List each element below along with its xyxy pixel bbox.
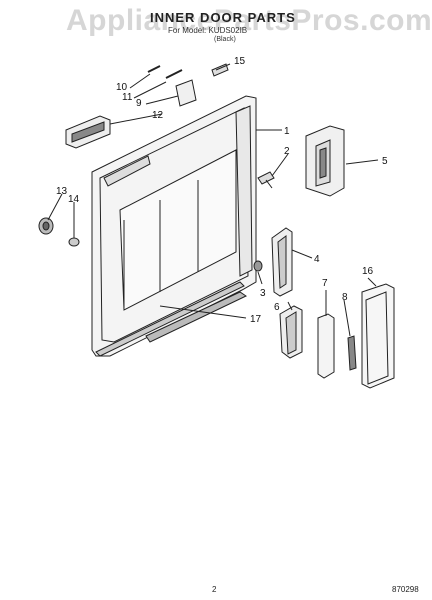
part-3-knob[interactable]: [253, 260, 263, 272]
part-6-bracket[interactable]: [279, 305, 303, 359]
part-16-cover[interactable]: [361, 283, 395, 389]
part-4-latch[interactable]: [271, 227, 293, 297]
callout-3: 3: [260, 288, 266, 299]
part-14-washer[interactable]: [68, 237, 80, 247]
callout-13: 13: [56, 186, 68, 197]
page-number: 2: [212, 585, 217, 594]
callout-12: 12: [152, 110, 164, 121]
part-12-control[interactable]: [65, 115, 111, 149]
part-2-bracket[interactable]: [257, 171, 275, 189]
callout-8: 8: [342, 292, 348, 303]
callout-numbers: 1 2 3 4 5 6 7 8 9 10 11 12 13 14 15 16 1…: [56, 56, 388, 325]
callout-17: 17: [250, 314, 262, 325]
part-11-screw[interactable]: [165, 69, 183, 79]
callout-9: 9: [136, 98, 142, 109]
color-subtitle: (Black): [214, 36, 236, 43]
callout-15: 15: [234, 56, 246, 67]
part-10-screw[interactable]: [147, 65, 161, 73]
part-5-dispenser[interactable]: [305, 125, 345, 197]
leader-lines: [47, 63, 379, 337]
callout-5: 5: [382, 156, 388, 167]
part-17-trim[interactable]: [145, 291, 248, 343]
callout-10: 10: [116, 82, 128, 93]
callout-14: 14: [68, 194, 80, 205]
model-subtitle: For Model: KUDS02IB: [168, 26, 248, 35]
watermark: AppliancePartsPros.com: [66, 4, 432, 37]
part-13-knob[interactable]: [38, 217, 54, 235]
callout-4: 4: [314, 254, 320, 265]
diagram-title: INNER DOOR PARTS: [150, 10, 296, 25]
callout-7: 7: [322, 278, 328, 289]
inner-door-panel[interactable]: [91, 95, 257, 357]
document-number: 870298: [392, 585, 419, 594]
part-7-strip[interactable]: [317, 313, 335, 379]
callout-2: 2: [284, 146, 290, 157]
part-8-strip[interactable]: [347, 335, 357, 371]
callout-11: 11: [122, 92, 133, 103]
callout-6: 6: [274, 302, 280, 313]
part-9-cover[interactable]: [175, 79, 197, 107]
callout-16: 16: [362, 266, 374, 277]
callout-1: 1: [284, 126, 290, 137]
